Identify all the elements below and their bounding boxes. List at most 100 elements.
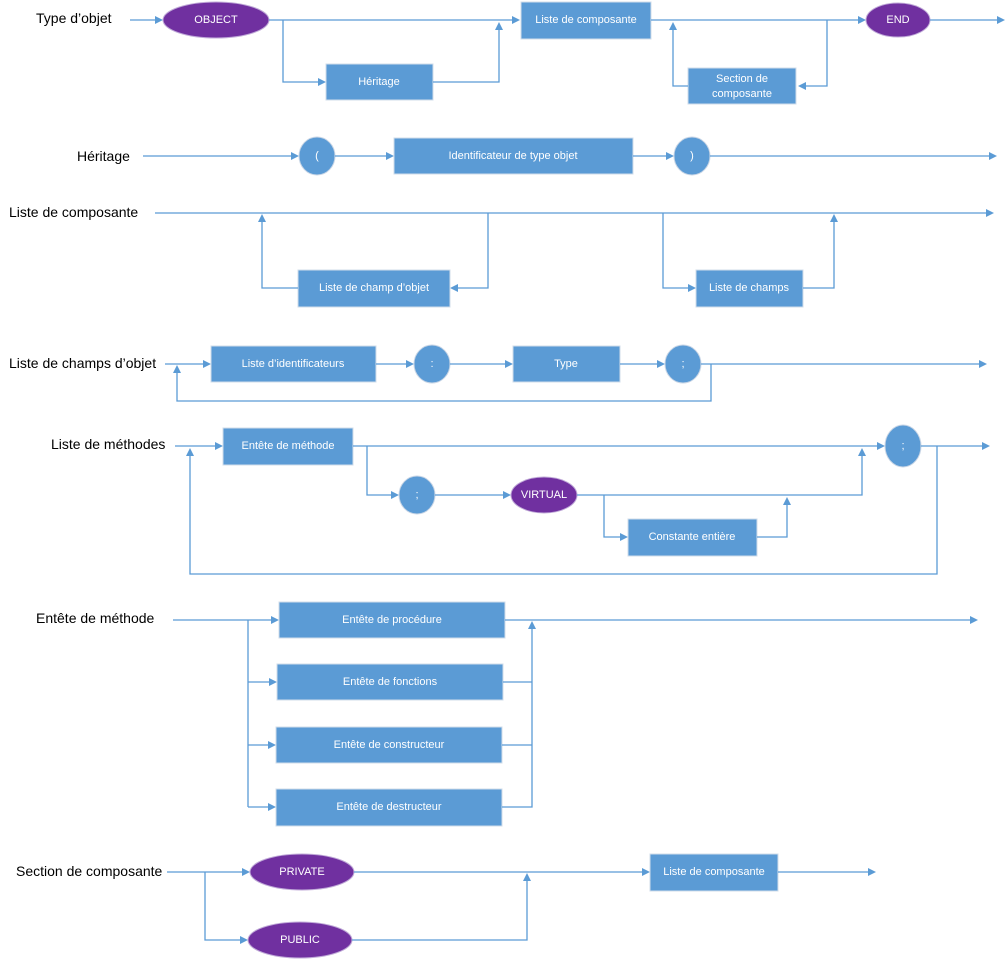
box-liste-composante-2-label: Liste de composante xyxy=(663,866,765,878)
box-entete-fonctions[interactable]: Entête de fonctions xyxy=(276,663,504,701)
connector xyxy=(366,446,391,496)
arrow-icon xyxy=(986,209,994,217)
box-liste-champs[interactable]: Liste de champs xyxy=(695,269,804,308)
arrow-icon xyxy=(240,936,248,944)
box-liste-composante[interactable]: Liste de composante xyxy=(520,1,652,40)
arrow-icon xyxy=(450,284,458,292)
arrow-icon xyxy=(858,448,866,456)
box-liste-identificateurs-label: Liste d’identificateurs xyxy=(242,358,345,370)
box-entete-methode[interactable]: Entête de méthode xyxy=(222,427,354,466)
box-liste-champ-objet[interactable]: Liste de champ d’objet xyxy=(297,269,451,308)
terminal-end-label: END xyxy=(886,14,909,26)
box-type-label: Type xyxy=(554,358,578,370)
terminal-virtual-label: VIRTUAL xyxy=(521,489,567,501)
connector xyxy=(458,213,489,289)
connector xyxy=(176,364,712,402)
rule-title-section-composante: Section de composante xyxy=(16,863,163,879)
box-constante-entiere[interactable]: Constante entière xyxy=(627,518,758,557)
arrow-icon xyxy=(620,533,628,541)
terminal-end[interactable]: END xyxy=(865,2,931,38)
arrow-icon xyxy=(798,82,806,90)
arrow-icon xyxy=(268,741,276,749)
arrow-icon xyxy=(173,365,181,373)
box-entete-constructeur-label: Entête de constructeur xyxy=(334,739,445,751)
box-heritage[interactable]: Héritage xyxy=(325,63,434,101)
box-liste-composante-2[interactable]: Liste de composante xyxy=(649,853,779,892)
arrow-icon xyxy=(391,491,399,499)
arrow-icon xyxy=(503,491,511,499)
terminal-close-paren[interactable]: ) xyxy=(673,136,711,176)
rule-title-heritage: Héritage xyxy=(77,148,130,164)
connector xyxy=(672,30,688,87)
arrow-icon xyxy=(406,360,414,368)
arrow-icon xyxy=(657,360,665,368)
box-entete-destructeur[interactable]: Entête de destructeur xyxy=(275,788,503,827)
box-identificateur-type-objet[interactable]: Identificateur de type objet xyxy=(393,137,634,175)
box-liste-champ-objet-label: Liste de champ d’objet xyxy=(319,282,429,294)
rule-title-type-objet: Type d’objet xyxy=(36,10,112,26)
arrow-icon xyxy=(523,873,531,881)
arrow-icon xyxy=(271,616,279,624)
arrow-icon xyxy=(291,152,299,160)
arrow-icon xyxy=(258,214,266,222)
arrow-icon xyxy=(858,16,866,24)
arrow-icon xyxy=(970,616,978,624)
arrow-icon xyxy=(512,16,520,24)
arrow-icon xyxy=(269,678,277,686)
terminal-public[interactable]: PUBLIC xyxy=(247,921,353,959)
terminal-semicolon-2[interactable]: ; xyxy=(884,424,922,468)
connector xyxy=(662,213,688,289)
rule-title-liste-methodes: Liste de méthodes xyxy=(51,436,165,452)
arrow-icon xyxy=(979,360,987,368)
terminal-public-label: PUBLIC xyxy=(280,934,320,946)
box-entete-procedure[interactable]: Entête de procédure xyxy=(278,601,506,639)
box-identificateur-label: Identificateur de type objet xyxy=(448,150,577,162)
rule-entete-methode: Entête de méthode Entête de procédure En… xyxy=(36,601,978,827)
arrow-icon xyxy=(505,360,513,368)
arrow-icon xyxy=(186,448,194,456)
box-type[interactable]: Type xyxy=(512,345,621,383)
terminal-colon[interactable]: : xyxy=(413,344,451,384)
connector xyxy=(806,20,828,87)
rule-liste-methodes: Liste de méthodes Entête de méthode ; VI… xyxy=(51,424,990,575)
terminal-object[interactable]: OBJECT xyxy=(162,1,270,39)
box-liste-identificateurs[interactable]: Liste d’identificateurs xyxy=(210,345,377,383)
arrow-icon xyxy=(215,442,223,450)
rule-title-liste-composante: Liste de composante xyxy=(9,204,138,220)
arrow-icon xyxy=(830,214,838,222)
terminal-semicolon-1[interactable]: ; xyxy=(398,475,436,515)
box-section-composante-line1: Section de xyxy=(716,73,768,85)
box-entete-destructeur-label: Entête de destructeur xyxy=(336,801,442,813)
arrow-icon xyxy=(688,284,696,292)
rule-heritage: Héritage ( Identificateur de type objet … xyxy=(77,136,997,176)
terminal-private-label: PRIVATE xyxy=(279,866,324,878)
box-liste-composante-label: Liste de composante xyxy=(535,14,637,26)
terminal-semicolon[interactable]: ; xyxy=(664,344,702,384)
rule-type-objet: Type d’objet OBJECT Héritage Liste de co… xyxy=(36,1,1005,105)
terminal-colon-label: : xyxy=(430,358,433,370)
arrow-icon xyxy=(783,497,791,505)
arrow-icon xyxy=(155,16,163,24)
box-entete-constructeur[interactable]: Entête de constructeur xyxy=(275,726,503,764)
arrow-icon xyxy=(268,803,276,811)
box-section-composante[interactable]: Section de composante xyxy=(687,67,797,105)
arrow-icon xyxy=(989,152,997,160)
arrow-icon xyxy=(669,22,677,30)
terminal-semicolon-1-label: ; xyxy=(415,489,418,501)
arrow-icon xyxy=(666,152,674,160)
box-heritage-label: Héritage xyxy=(358,76,400,88)
terminal-open-paren[interactable]: ( xyxy=(298,136,336,176)
terminal-virtual[interactable]: VIRTUAL xyxy=(510,476,578,514)
connector xyxy=(502,629,533,808)
connector xyxy=(577,456,863,496)
arrow-icon xyxy=(386,152,394,160)
arrow-icon xyxy=(203,360,211,368)
terminal-private[interactable]: PRIVATE xyxy=(249,853,355,891)
box-entete-methode-label: Entête de méthode xyxy=(242,440,335,452)
box-section-composante-line2: composante xyxy=(712,88,772,100)
terminal-semicolon-2-label: ; xyxy=(901,440,904,452)
connector xyxy=(282,20,318,83)
connector xyxy=(757,505,788,538)
connector xyxy=(261,222,298,289)
